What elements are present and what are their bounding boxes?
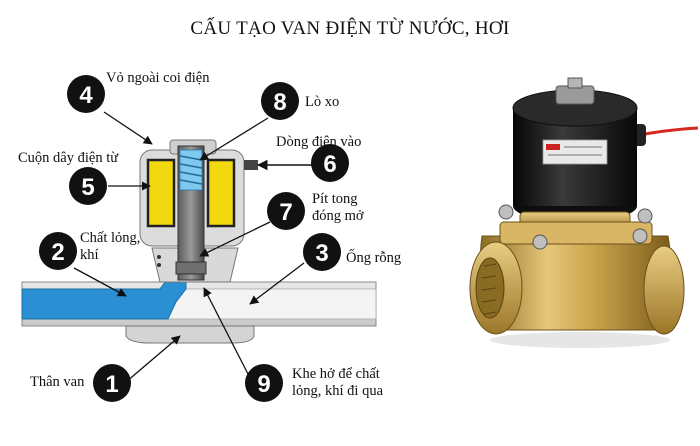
badge-number: 9 xyxy=(257,371,270,398)
plunger-seal xyxy=(175,261,207,275)
spring-coils xyxy=(179,155,203,185)
diagram-title: CẤU TẠO VAN ĐIỆN TỪ NƯỚC, HƠI xyxy=(190,18,510,39)
badge-7: 7 xyxy=(267,192,305,230)
label-6: Dòng điện vào xyxy=(276,134,362,150)
label-8: Lò xo xyxy=(305,94,340,110)
label-4: Vỏ ngoài coi điện xyxy=(106,70,210,86)
coil-label xyxy=(542,139,608,165)
port-right xyxy=(643,245,685,335)
valve-photo xyxy=(469,77,699,348)
dot xyxy=(157,263,161,267)
bolt-icon xyxy=(632,228,648,244)
leader-8 xyxy=(199,117,269,161)
thread-lines xyxy=(481,263,497,315)
badge-number: 8 xyxy=(273,89,286,116)
badge-4: 4 xyxy=(67,75,105,113)
badge-number: 4 xyxy=(79,82,93,109)
leader-9 xyxy=(203,287,249,375)
badge-number: 2 xyxy=(51,239,64,266)
label-5: Cuộn dây điện từ xyxy=(18,150,119,166)
shadow xyxy=(490,332,670,348)
bolt-icon xyxy=(498,204,514,220)
leader-lines xyxy=(73,111,305,383)
label-1: Thân van xyxy=(30,374,85,390)
badge-number: 1 xyxy=(105,371,118,398)
badge-2: 2 xyxy=(39,232,77,270)
coil-right xyxy=(206,158,236,228)
label-logo xyxy=(546,144,560,150)
top-nut xyxy=(555,85,595,105)
badge-number: 5 xyxy=(81,174,94,201)
top-cap xyxy=(567,77,583,89)
label-9: Khe hở để chất lỏng, khí đi qua xyxy=(292,366,384,399)
port-left-opening xyxy=(475,257,505,319)
wire-connector xyxy=(244,160,258,170)
label-3: Ống rỗng xyxy=(346,250,402,266)
badge-number: 3 xyxy=(315,240,328,267)
badge-8: 8 xyxy=(261,82,299,120)
dot xyxy=(157,255,161,259)
badge-number: 7 xyxy=(279,199,292,226)
badge-9: 9 xyxy=(245,364,283,402)
leader-3 xyxy=(249,262,305,305)
red-wire xyxy=(639,126,699,137)
leader-1 xyxy=(125,335,181,383)
label-2: Chất lỏng, khí xyxy=(80,230,141,263)
badge-number: 6 xyxy=(323,151,336,178)
badge-5: 5 xyxy=(69,167,107,205)
spring xyxy=(179,149,203,191)
label-7: Pít tong đóng mở xyxy=(312,191,364,224)
valve-body-bottom xyxy=(125,325,255,344)
brass-flange xyxy=(499,221,653,245)
bolt-icon xyxy=(637,208,653,224)
badge-6: 6 xyxy=(311,144,349,182)
leader-7 xyxy=(199,221,271,257)
leader-2 xyxy=(73,267,127,297)
coil-left xyxy=(146,158,176,228)
badge-1: 1 xyxy=(93,364,131,402)
bolt-icon xyxy=(532,234,548,250)
badge-3: 3 xyxy=(303,233,341,271)
valve-schematic xyxy=(21,139,377,344)
leader-4 xyxy=(103,111,153,145)
